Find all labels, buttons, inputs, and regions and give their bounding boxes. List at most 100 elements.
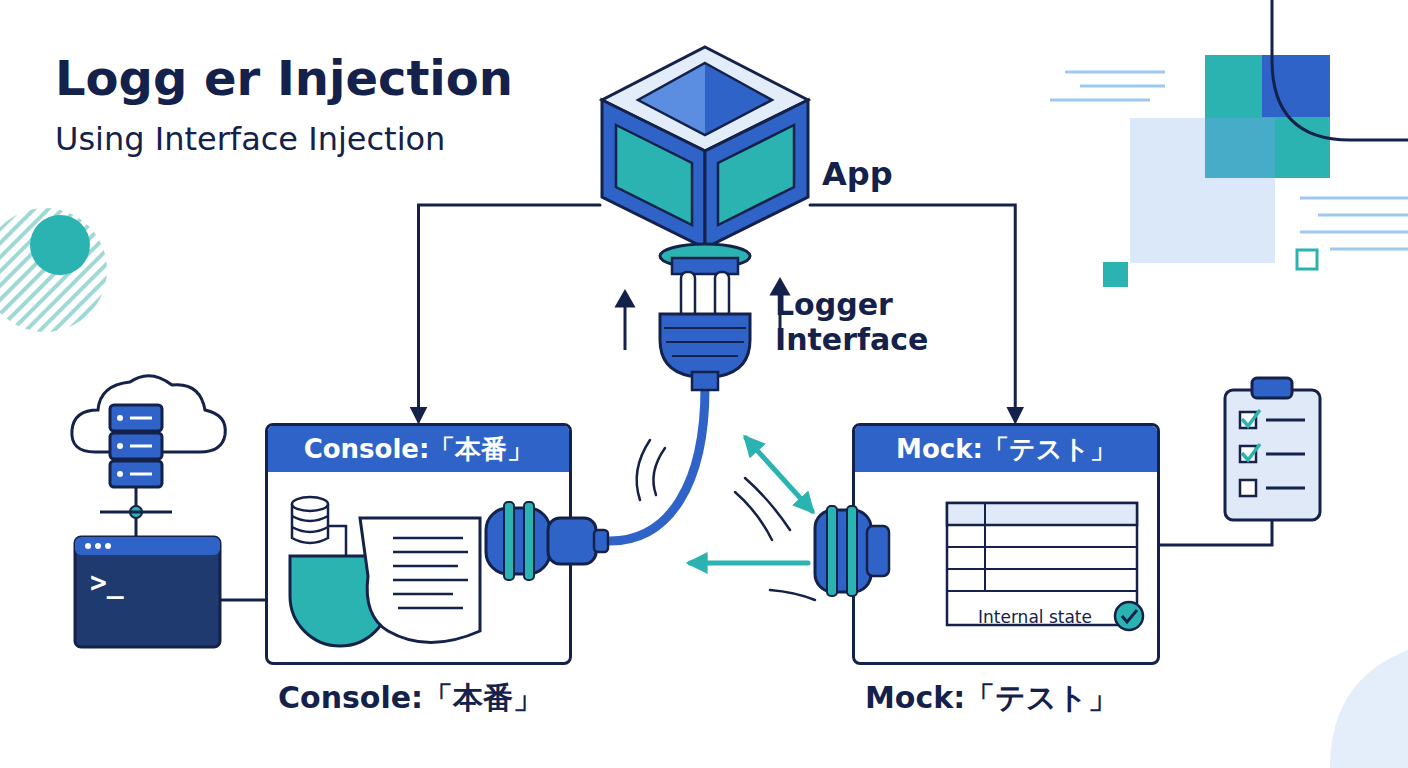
decor-shape (681, 272, 695, 318)
decor-shape (393, 537, 463, 540)
decor-shape (1266, 419, 1305, 422)
square-decor (1205, 55, 1330, 178)
decor-shape (1330, 248, 1408, 251)
decor-shape (653, 448, 665, 495)
subtitle-text: Using Interface Injection (55, 120, 445, 158)
arc-decor (1330, 650, 1408, 768)
decor-shape (100, 511, 172, 514)
decor-shape (947, 568, 1137, 570)
decor-shape (548, 518, 596, 564)
decor-shape (815, 510, 871, 592)
diagram-title: Logg er Injection (55, 50, 513, 106)
decor-shape (393, 565, 458, 568)
decor-shape (220, 599, 265, 602)
decor-shape (827, 506, 837, 596)
connector-arrow (610, 388, 705, 541)
app-cube: App (600, 45, 810, 250)
interface-plug: Logger Interface (650, 250, 760, 390)
decor-shape (1050, 99, 1150, 102)
stripe-decor (0, 200, 110, 340)
decor-shape (1266, 487, 1305, 490)
decor-shape (1300, 197, 1408, 200)
decor-shape (1242, 444, 1260, 460)
decor-shape (745, 478, 790, 530)
decor-shape (85, 543, 91, 549)
decor-shape (393, 593, 453, 596)
decor-shape (75, 537, 220, 555)
clipboard-icon (1160, 378, 1320, 545)
square-decor (1205, 118, 1275, 178)
decor-shape (638, 63, 772, 135)
decor-shape (75, 537, 220, 647)
decor-shape (664, 328, 746, 356)
decor-shape (1242, 410, 1260, 426)
decor-shape (130, 445, 152, 448)
decor-shape (1252, 378, 1292, 398)
decor-shape (947, 546, 1137, 548)
decor-shape (130, 473, 152, 476)
decor-shape (617, 292, 633, 306)
square-decor (1130, 118, 1275, 263)
decor-shape (947, 503, 1137, 625)
decor-shape (770, 590, 815, 600)
decor-shape (117, 471, 123, 477)
decor-shape (130, 418, 152, 474)
decor-shape (705, 100, 808, 248)
cube-shape (600, 45, 810, 250)
terminal-prompt: >_ (90, 566, 124, 599)
decor-shape (735, 492, 772, 540)
mock-box: Mock:「テスト」Internal stateMock:「テスト」 (852, 423, 1160, 665)
decor-shape (393, 538, 468, 608)
console-box: Console:「本番」Console:「本番」 (265, 423, 572, 665)
decor-shape (1115, 602, 1143, 630)
teal-dot (30, 215, 90, 275)
arc-decor (1272, 0, 1408, 140)
node-label: App (822, 155, 893, 193)
decor-shape (85, 543, 111, 549)
square-decor (1297, 250, 1317, 269)
decor-shape (486, 508, 550, 574)
terminal-icon (75, 537, 265, 647)
decor-shape (1122, 610, 1137, 622)
decor-shape (637, 440, 650, 500)
decor-shape (117, 415, 123, 421)
box-caption: Mock:「テスト」 (865, 678, 1118, 719)
decor-shape (617, 280, 788, 350)
decor-shape (117, 443, 123, 449)
decor-shape (292, 516, 328, 532)
decor-shape (398, 607, 463, 610)
decor-shape (1065, 71, 1165, 74)
decor-shape (602, 100, 705, 248)
decor-shape (95, 543, 101, 549)
decor-shape (594, 530, 608, 552)
table-note: Internal state (978, 607, 1092, 627)
decor-shape (1160, 520, 1272, 545)
line-decor (1050, 72, 1408, 249)
decor-shape (393, 551, 468, 554)
decor-shape (718, 125, 794, 225)
connector-arrow (419, 205, 601, 421)
decor-shape (360, 518, 480, 643)
decor-shape (867, 526, 889, 576)
decor-shape (672, 355, 738, 357)
box-header: Console:「本番」 (268, 426, 569, 472)
node-label: Logger Interface (775, 288, 975, 357)
decor-shape (616, 125, 692, 225)
decor-shape (984, 503, 986, 591)
connector-arrow (746, 438, 812, 511)
decor-shape (1242, 410, 1260, 460)
decor-shape (1300, 231, 1408, 234)
decor-shape (117, 415, 123, 477)
decor-shape (524, 502, 534, 580)
decor-shape (666, 341, 744, 343)
decor-shape (664, 327, 746, 329)
decor-shape (110, 433, 162, 459)
decor-shape (292, 497, 328, 511)
decor-shape (947, 590, 1137, 592)
decor-shape (1266, 453, 1305, 456)
decor-shape (130, 417, 152, 420)
decor-shape (504, 502, 514, 580)
box-caption: Console:「本番」 (278, 678, 543, 719)
decor-shape (847, 506, 857, 596)
